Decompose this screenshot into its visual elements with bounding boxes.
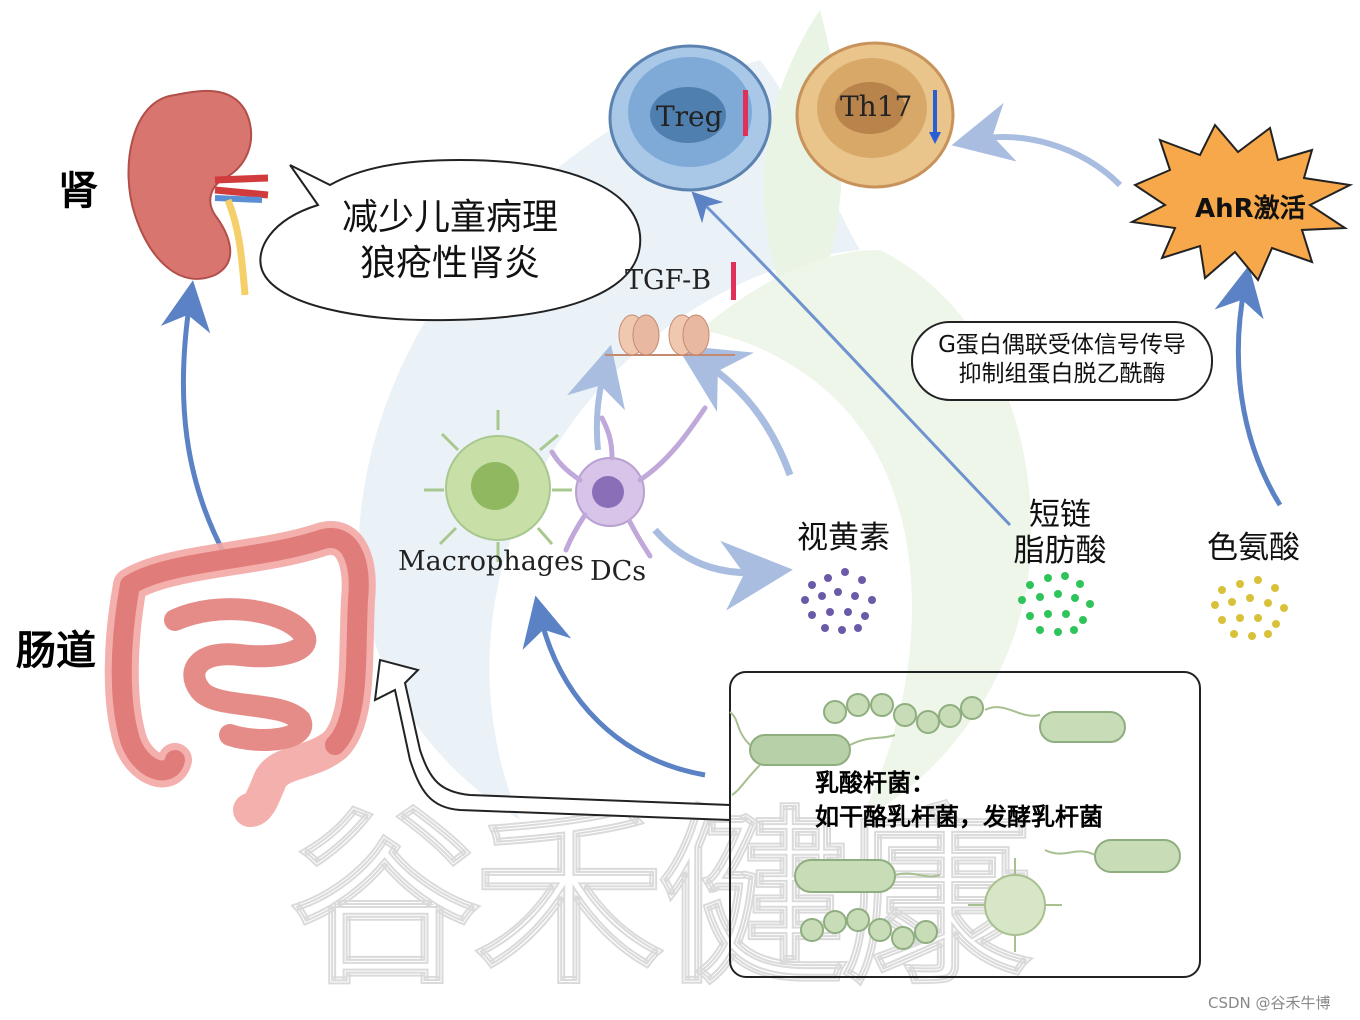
macrophage-cell — [424, 410, 572, 562]
dendritic-cell — [549, 405, 708, 559]
kidney-label: 肾 — [58, 168, 98, 214]
hollow-arrow-bacteria-to-gut — [373, 658, 731, 822]
tgf-label: TGF-B — [625, 265, 712, 296]
intestine-illustration — [104, 521, 376, 827]
arrow-gut-to-kidney — [160, 280, 228, 557]
arrow-scfa-to-treg — [691, 191, 1012, 527]
speech-text: 减少儿童病理 狼疮性肾炎 — [318, 195, 582, 287]
lactobacillus-illustration — [729, 693, 1181, 952]
bacteria-species: 如干酪乳杆菌，发酵乳杆菌 — [815, 803, 1103, 831]
ahr-burst — [1128, 123, 1354, 282]
tryptophan-label: 色氨酸 — [1207, 530, 1300, 566]
arrow-tryptophan-to-ahr — [1214, 265, 1283, 507]
bacteria-box — [729, 671, 1201, 978]
treg-label: Treg — [656, 100, 723, 133]
gpcr-box-text: G蛋白偶联受体信号传导 抑制组蛋白脱乙酰酶 — [912, 331, 1212, 389]
treg-up-marker — [743, 90, 748, 136]
retinoid-dots — [801, 568, 876, 634]
arrow-ahr-to-th17 — [951, 102, 1123, 188]
speech-bubble — [259, 158, 642, 322]
tryptophan-dots — [1211, 576, 1288, 640]
bacteria-text: 乳酸杆菌： 如干酪乳杆菌，发酵乳杆菌 — [815, 766, 1103, 834]
retinoid-label: 视黄素 — [797, 520, 890, 556]
arrow-macrophage-to-tgf — [566, 344, 626, 451]
dcs-label: DCs — [590, 556, 647, 587]
scfa-line-2: 脂肪酸 — [1013, 533, 1107, 569]
gpcr-line-1: G蛋白偶联受体信号传导 — [938, 332, 1186, 358]
arrow-dcs-to-retinoid — [652, 527, 793, 611]
tgf-up-marker — [731, 262, 736, 300]
bacteria-title: 乳酸杆菌： — [815, 769, 935, 797]
watermark-text: 谷禾健康 — [289, 789, 1033, 1011]
gpcr-box — [911, 321, 1213, 401]
arrow-bacteria-to-macrophages — [522, 595, 706, 778]
arrow-retinoid-to-tgf — [676, 345, 794, 477]
macrophages-label: Macrophages — [398, 546, 584, 577]
ahr-label: AhR激活 — [1195, 194, 1306, 224]
speech-line-2: 狼疮性肾炎 — [359, 243, 540, 284]
gut-label: 肠道 — [16, 628, 96, 674]
treg-cell — [608, 44, 772, 192]
tgf-receptors — [605, 262, 736, 356]
kidney-illustration — [127, 89, 269, 296]
speech-line-1: 减少儿童病理 — [341, 197, 558, 238]
scfa-label: 短链 脂肪酸 — [1005, 497, 1115, 569]
scfa-line-1: 短链 — [1029, 497, 1091, 533]
scfa-dots — [1018, 572, 1094, 636]
th17-label: Th17 — [840, 90, 913, 123]
gpcr-line-2: 抑制组蛋白脱乙酰酶 — [958, 361, 1166, 387]
footer-credit: CSDN @谷禾牛博 — [1208, 994, 1331, 1012]
th17-cell — [795, 41, 955, 189]
